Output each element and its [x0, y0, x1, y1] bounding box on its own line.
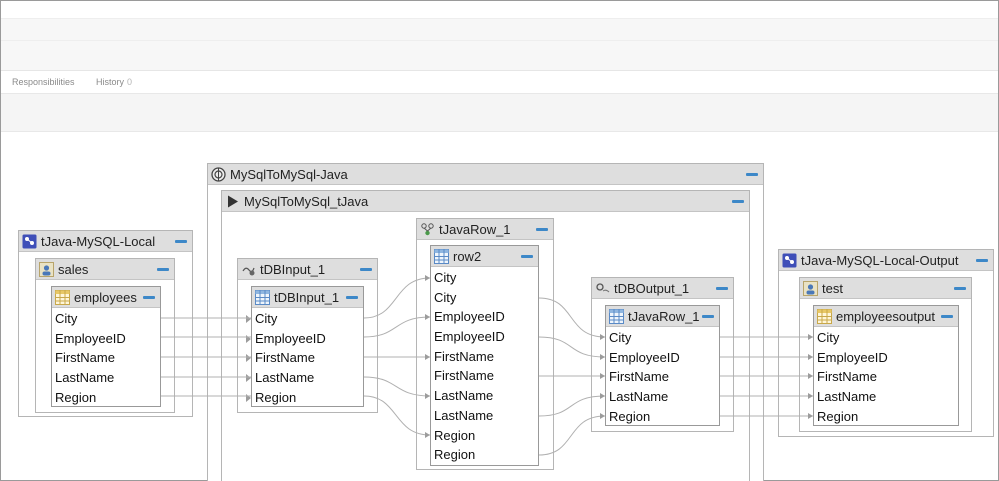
- node-row2[interactable]: row2 City City EmployeeID EmployeeID Fir…: [430, 245, 539, 466]
- column-row[interactable]: FirstName: [434, 348, 494, 364]
- minimize-button[interactable]: [954, 287, 966, 290]
- minimize-button[interactable]: [716, 287, 728, 290]
- column-row[interactable]: LastName: [609, 389, 669, 405]
- minimize-button[interactable]: [360, 268, 372, 271]
- column-row[interactable]: LastName: [246, 368, 363, 388]
- column-row[interactable]: EmployeeID: [817, 349, 888, 365]
- table-icon: [609, 309, 624, 324]
- table-icon: [817, 309, 832, 324]
- column-row[interactable]: Region: [55, 389, 97, 405]
- column-row[interactable]: City: [434, 270, 457, 285]
- column-row[interactable]: City: [434, 289, 457, 305]
- column-row[interactable]: FirstName: [434, 368, 494, 384]
- input-arrow-icon: [246, 354, 251, 363]
- input-arrow-icon: [246, 315, 251, 323]
- column-row[interactable]: EmployeeID: [434, 329, 505, 345]
- column-row[interactable]: LastName: [817, 389, 877, 405]
- input-arrow-icon: [246, 393, 251, 402]
- minimize-button[interactable]: [346, 296, 358, 299]
- node-header: tJavaRow_1: [606, 306, 719, 327]
- node-header: test: [800, 278, 971, 299]
- node-header: tJavaRow_1: [417, 219, 553, 240]
- column-row[interactable]: FirstName: [817, 369, 877, 385]
- node-header: sales: [36, 259, 174, 280]
- column-row[interactable]: EmployeeID: [434, 309, 505, 325]
- input-arrow-icon: [246, 334, 251, 343]
- table-icon: [434, 249, 449, 264]
- column-row[interactable]: City: [609, 330, 632, 345]
- job-icon: [211, 167, 226, 182]
- column-row[interactable]: Region: [434, 447, 476, 463]
- node-tjavarow-table[interactable]: tJavaRow_1 City EmployeeID FirstName Las…: [605, 305, 720, 426]
- column-row[interactable]: LastName: [434, 407, 494, 423]
- column-row[interactable]: FirstName: [246, 348, 363, 368]
- node-header: MySqlToMySql-Java: [208, 164, 763, 185]
- column-row[interactable]: EmployeeID: [55, 330, 126, 346]
- schema-icon: [39, 262, 54, 277]
- minimize-button[interactable]: [976, 259, 988, 262]
- column-row[interactable]: Region: [609, 408, 651, 424]
- tab-responsibilities[interactable]: Responsibilities: [12, 77, 75, 87]
- project-icon: [782, 253, 797, 268]
- component-icon: [421, 223, 434, 236]
- column-row[interactable]: LastName: [434, 388, 494, 404]
- node-header: MySqlToMySql_tJava: [222, 191, 749, 212]
- column-list: City EmployeeID FirstName LastName Regio…: [814, 328, 958, 426]
- column-row[interactable]: EmployeeID: [609, 349, 680, 365]
- node-tdbinput-table[interactable]: tDBInput_1 City EmployeeID FirstName Las…: [246, 286, 364, 408]
- component-icon: [242, 267, 255, 276]
- node-header: tJava-MySQL-Local-Output: [779, 250, 993, 271]
- minimize-button[interactable]: [746, 173, 758, 176]
- play-icon: [228, 195, 238, 208]
- column-row[interactable]: FirstName: [609, 369, 669, 385]
- column-row[interactable]: City: [817, 330, 840, 345]
- column-row[interactable]: EmployeeID: [246, 329, 363, 349]
- node-header: employeesoutput: [814, 306, 958, 327]
- minimize-button[interactable]: [941, 315, 953, 318]
- minimize-button[interactable]: [732, 200, 744, 203]
- node-header: tDBInput_1: [252, 287, 363, 308]
- column-row[interactable]: FirstName: [55, 350, 115, 366]
- column-row[interactable]: Region: [434, 427, 476, 443]
- node-header: tDBOutput_1: [592, 278, 733, 299]
- project-icon: [22, 234, 37, 249]
- minimize-button[interactable]: [175, 240, 187, 243]
- input-arrow-icon: [246, 374, 251, 383]
- filter-band: [1, 93, 998, 132]
- minimize-button[interactable]: [143, 296, 155, 299]
- column-row[interactable]: Region: [246, 388, 363, 408]
- history-count: 0: [127, 77, 133, 87]
- column-row[interactable]: City: [55, 311, 78, 326]
- header-band: [1, 41, 998, 71]
- column-row[interactable]: Region: [817, 408, 859, 424]
- node-employees[interactable]: employees City EmployeeID FirstName Last…: [51, 286, 161, 407]
- node-header: row2: [431, 246, 538, 267]
- minimize-button[interactable]: [521, 255, 533, 258]
- column-list: City EmployeeID FirstName LastName Regio…: [606, 328, 719, 426]
- column-list: City City EmployeeID EmployeeID FirstNam…: [431, 268, 538, 465]
- top-bar: [1, 1, 998, 19]
- node-header: tJava-MySQL-Local: [19, 231, 192, 252]
- toolbar-band: [1, 19, 998, 41]
- minimize-button[interactable]: [702, 315, 714, 318]
- column-row[interactable]: LastName: [55, 370, 115, 386]
- node-header: employees: [52, 287, 160, 308]
- node-header: tDBInput_1: [238, 259, 377, 280]
- component-icon: [596, 283, 610, 293]
- table-icon: [55, 290, 70, 305]
- node-employeesoutput[interactable]: employeesoutput City EmployeeID FirstNam…: [813, 305, 959, 426]
- column-row[interactable]: City: [246, 309, 363, 329]
- table-icon: [255, 290, 270, 305]
- minimize-button[interactable]: [157, 268, 169, 271]
- minimize-button[interactable]: [536, 228, 548, 231]
- schema-icon: [803, 281, 818, 296]
- column-list: City EmployeeID FirstName LastName Regio…: [246, 309, 363, 408]
- column-list: City EmployeeID FirstName LastName Regio…: [52, 309, 160, 407]
